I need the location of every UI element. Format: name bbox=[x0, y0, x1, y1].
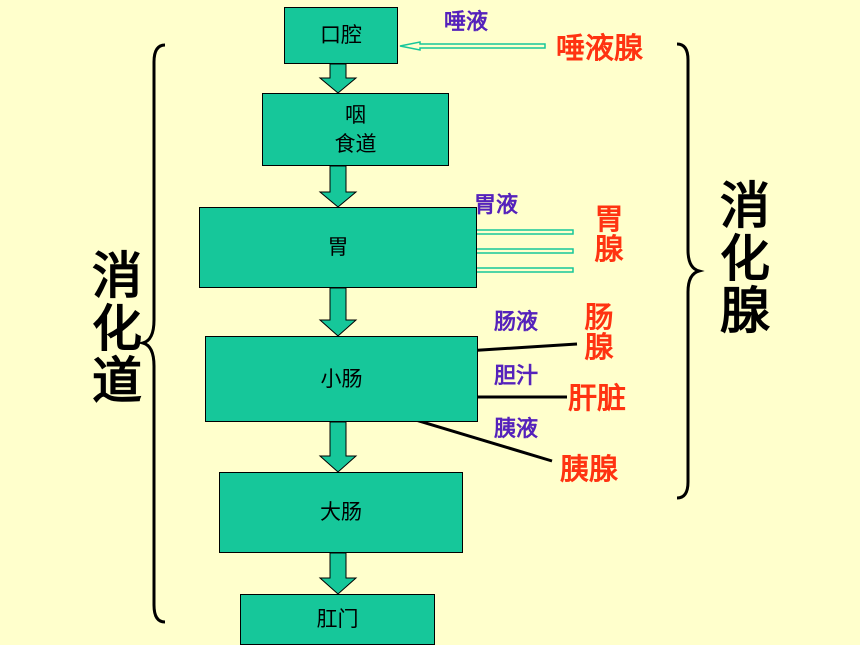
flow-arrow-esophagus-stomach bbox=[318, 165, 358, 208]
flow-arrow-mouth-pharynx bbox=[318, 63, 358, 94]
esophagus-label: 食道 bbox=[334, 131, 377, 156]
intestinal-juice-label: 肠液 bbox=[494, 310, 539, 335]
anus-box: 肛门 bbox=[240, 594, 435, 645]
small-intestine-box: 小肠 bbox=[205, 336, 478, 422]
pharynx-label: 咽 bbox=[345, 103, 366, 128]
mouth-box: 口腔 bbox=[284, 7, 398, 64]
salivary-gland-label: 唾液腺 bbox=[556, 31, 644, 65]
stomach-label: 胃 bbox=[327, 235, 349, 260]
intestinal-gland-label: 肠腺 bbox=[584, 300, 614, 365]
digestive-glands-brace bbox=[676, 42, 705, 500]
flow-arrow-large-intestine-anus bbox=[318, 552, 358, 595]
liver-label: 肝脏 bbox=[568, 381, 627, 415]
large-intestine-box: 大肠 bbox=[219, 472, 463, 553]
pharynx-esophagus-box: 咽 食道 bbox=[262, 93, 449, 166]
flow-arrow-stomach-small-intestine bbox=[318, 287, 358, 337]
flow-arrow-small-intestine-large-intestine bbox=[318, 421, 358, 473]
pancreas-label: 胰腺 bbox=[560, 452, 619, 486]
large-intestine-label: 大肠 bbox=[320, 500, 362, 525]
saliva-label: 唾液 bbox=[444, 10, 489, 35]
stomach-box: 胃 bbox=[199, 207, 477, 288]
small-intestine-label: 小肠 bbox=[320, 366, 363, 391]
gastric-gland-label: 胃腺 bbox=[594, 202, 624, 267]
saliva-arrow bbox=[399, 41, 546, 51]
mouth-label: 口腔 bbox=[320, 23, 362, 48]
bile-label: 胆汁 bbox=[494, 364, 539, 389]
anus-label: 肛门 bbox=[316, 607, 359, 632]
pancreatic-juice-label: 胰液 bbox=[494, 417, 539, 442]
gastric-juice-label: 胃液 bbox=[474, 193, 519, 218]
digestive-glands-label: 消化腺 bbox=[720, 177, 770, 340]
digestive-tract-brace bbox=[137, 43, 166, 624]
digestive-tract-label: 消化道 bbox=[92, 247, 142, 410]
